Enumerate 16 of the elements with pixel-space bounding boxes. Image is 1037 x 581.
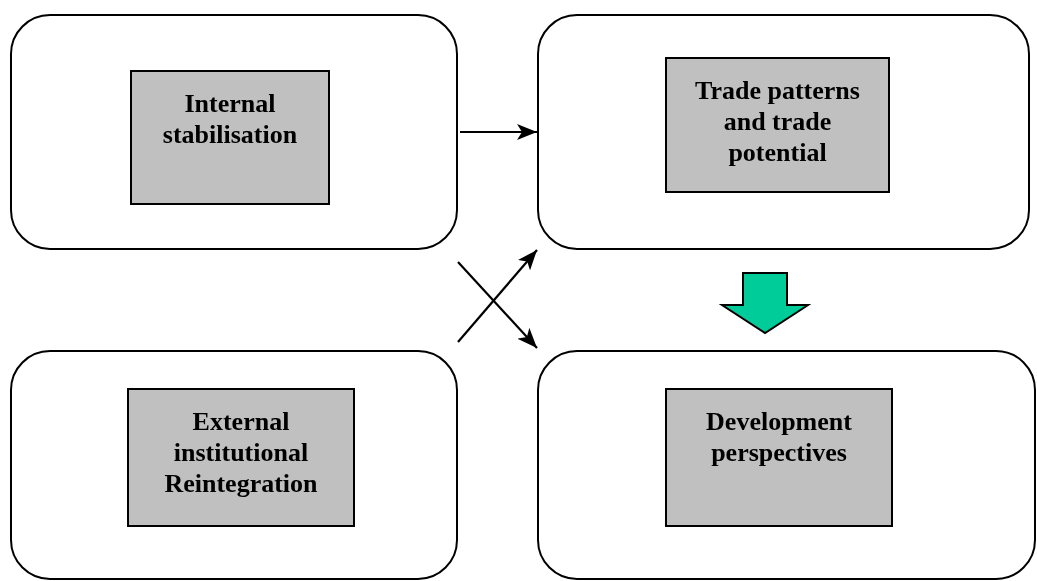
arrow	[457, 249, 538, 343]
rounded-panel	[10, 350, 458, 580]
box-label: Trade patterns and trade potential	[694, 75, 861, 168]
title-box	[130, 70, 330, 205]
title-box	[127, 388, 355, 527]
block-arrow	[718, 272, 812, 335]
arrow	[457, 261, 538, 349]
arrow	[460, 124, 537, 140]
rounded-panel	[537, 14, 1030, 250]
rounded-panel	[10, 14, 458, 250]
box-label: External institutional Reintegration	[163, 406, 319, 499]
box-label: Internal stabilisation	[161, 88, 299, 150]
title-box	[665, 57, 890, 193]
rounded-panel	[537, 350, 1036, 580]
title-box	[665, 388, 893, 527]
box-label: Development perspectives	[705, 406, 853, 468]
